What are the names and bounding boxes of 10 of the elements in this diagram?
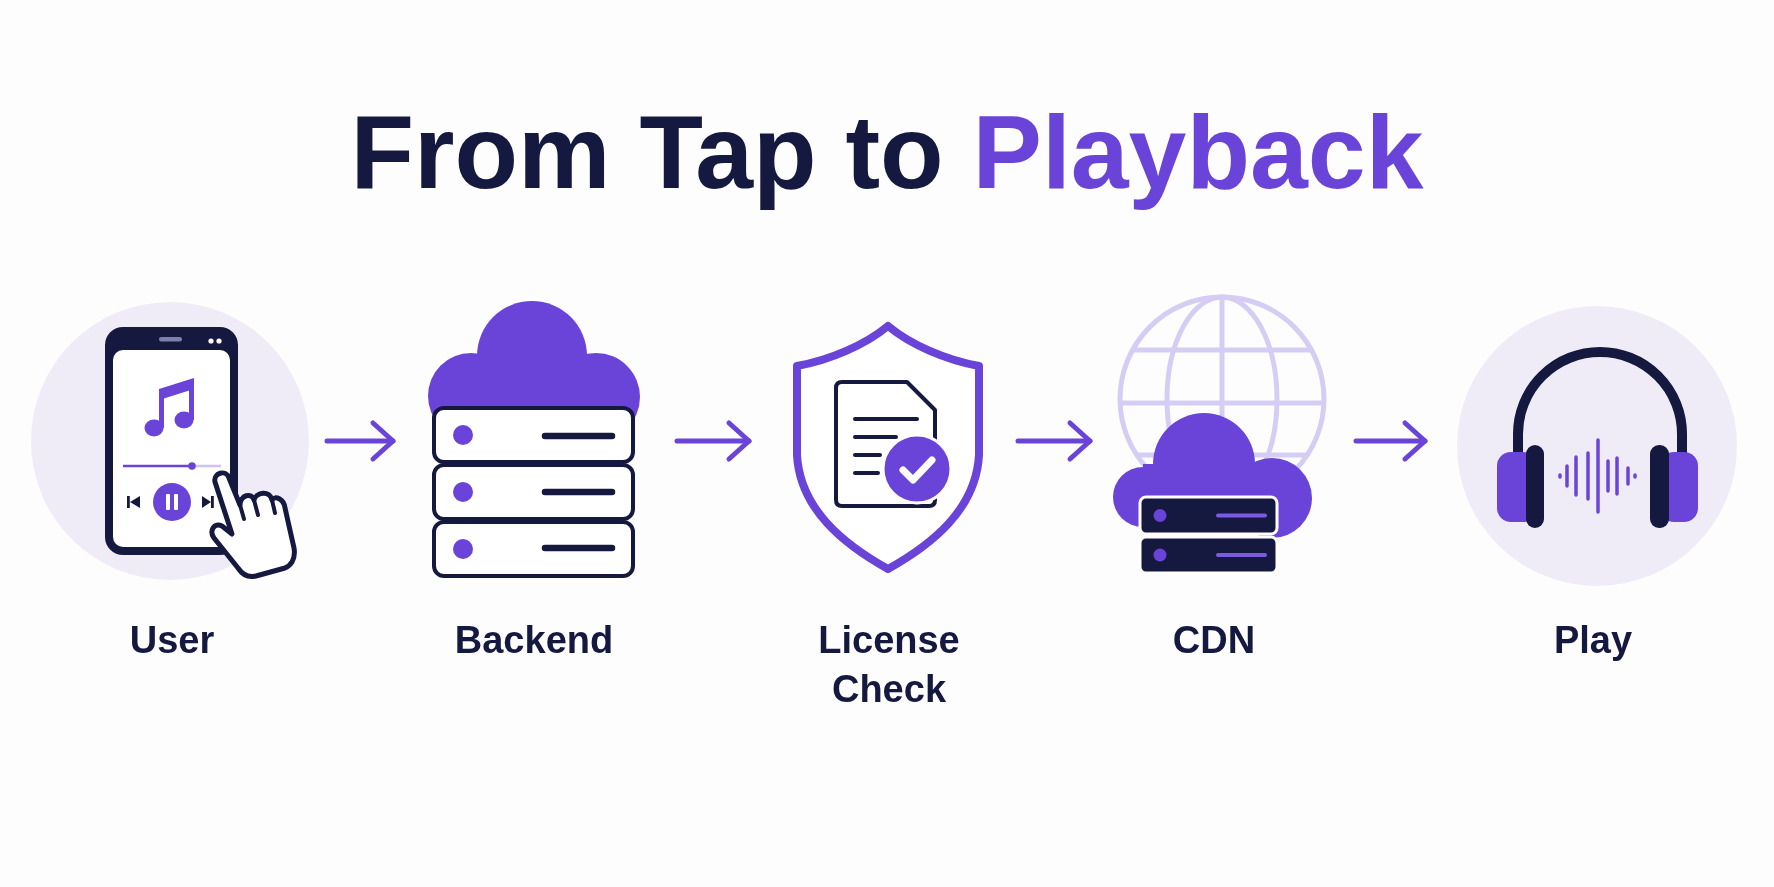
arrow	[324, 420, 396, 462]
arrow	[674, 420, 752, 462]
title: From Tap to Playback	[350, 94, 1424, 210]
node-label: License Check	[817, 618, 961, 712]
arrow	[1353, 420, 1428, 462]
arrow	[1015, 420, 1093, 462]
node-label: Play	[1552, 618, 1634, 663]
node-label: Backend	[453, 618, 615, 663]
node-label: CDN	[1171, 618, 1257, 663]
node-label: User	[128, 618, 216, 663]
